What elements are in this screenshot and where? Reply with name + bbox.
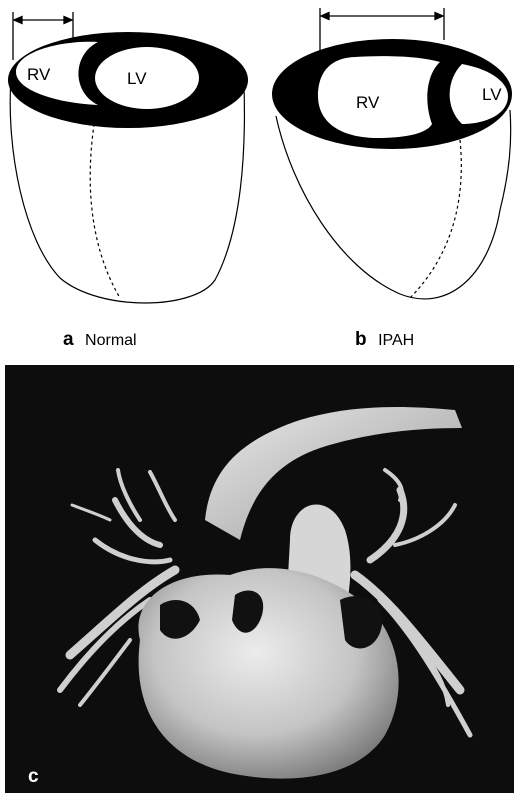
panel-c-ct-reconstruction: c <box>5 365 514 793</box>
panel-a-normal: RV LV a Normal <box>8 12 248 350</box>
caption-a: a Normal <box>63 329 137 350</box>
caption-a-text: Normal <box>85 332 137 349</box>
caption-b: b IPAH <box>355 329 414 350</box>
lv-cavity <box>95 47 199 109</box>
panel-b-ipah: RV LV b IPAH <box>272 8 512 350</box>
lv-label: LV <box>482 85 502 104</box>
rv-label: RV <box>27 65 51 84</box>
rv-label: RV <box>356 93 380 112</box>
septal-line <box>90 112 120 298</box>
septal-line <box>410 140 461 298</box>
caption-a-letter: a <box>63 329 74 350</box>
lv-label: LV <box>127 69 147 88</box>
caption-b-letter: b <box>355 329 367 350</box>
panel-c-letter: c <box>28 766 39 787</box>
caption-b-text: IPAH <box>378 332 414 349</box>
